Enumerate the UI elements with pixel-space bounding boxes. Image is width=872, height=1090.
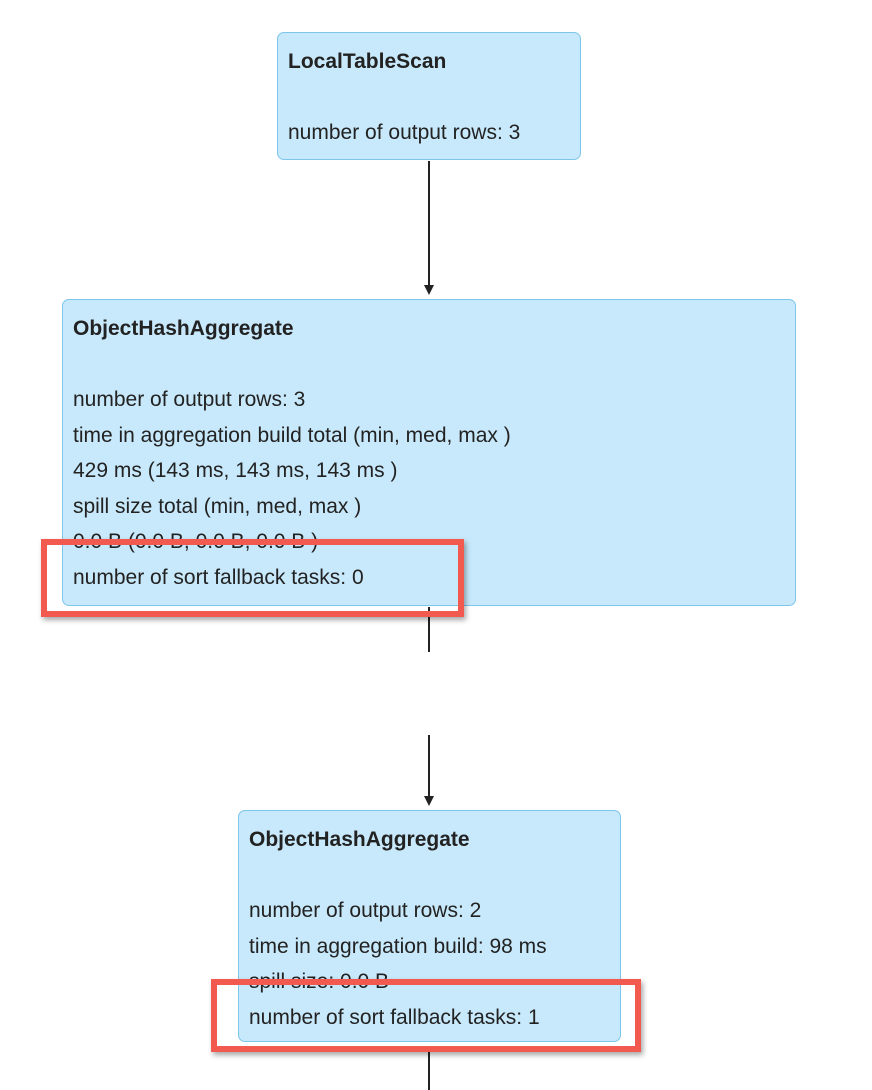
highlight-box-sort-fallback-1 (211, 979, 641, 1052)
node-title: ObjectHashAggregate (73, 317, 294, 340)
node-spacer (288, 80, 570, 115)
local-table-scan-node[interactable]: LocalTableScan number of output rows: 3 (277, 32, 581, 160)
metric-spill-size-label: spill size total (min, med, max ) (73, 494, 362, 518)
metric-sort-fallback-tasks: number of sort fallback tasks: 0 (73, 565, 364, 589)
object-hash-aggregate-node-2[interactable]: ObjectHashAggregate number of output row… (238, 810, 621, 1042)
metric-output-rows: number of output rows: 2 (249, 899, 482, 922)
metric-aggregation-build-value: 429 ms (143 ms, 143 ms, 143 ms ) (73, 459, 398, 483)
metric-sort-fallback-tasks: number of sort fallback tasks: 1 (249, 1005, 540, 1029)
node-title: ObjectHashAggregate (249, 828, 470, 851)
metric-aggregation-build-label: time in aggregation build total (min, me… (73, 423, 511, 447)
metric-output-rows: number of output rows: 3 (288, 121, 521, 144)
node-title: LocalTableScan (288, 50, 447, 73)
node-spacer (249, 858, 610, 893)
metric-aggregation-build: time in aggregation build: 98 ms (249, 934, 547, 958)
node-spacer (73, 347, 785, 382)
object-hash-aggregate-node-1[interactable]: ObjectHashAggregate number of output row… (62, 299, 796, 606)
metric-output-rows: number of output rows: 3 (73, 388, 306, 411)
highlight-box-sort-fallback-0 (41, 539, 464, 617)
